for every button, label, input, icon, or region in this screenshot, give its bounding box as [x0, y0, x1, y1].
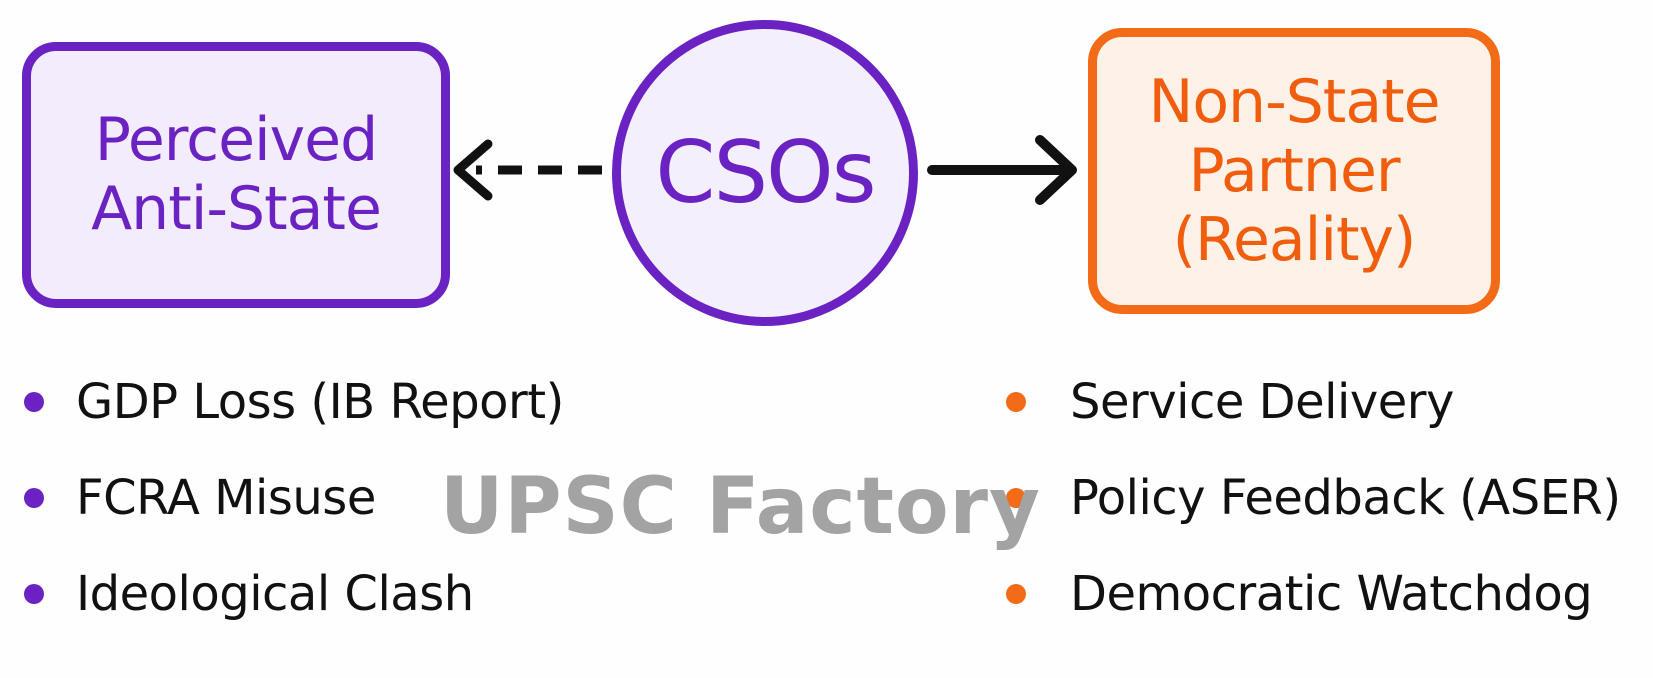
purple-bullet-icon [24, 584, 44, 604]
solid-arrow-to-partner [927, 135, 1077, 205]
purple-bullet-icon [24, 488, 44, 508]
partner-points-list: Service Delivery Policy Feedback (ASER) … [1004, 354, 1621, 642]
list-item-text: Service Delivery [1070, 374, 1454, 430]
list-item: Policy Feedback (ASER) [1004, 450, 1621, 546]
right-box-line-1: Non-State [1148, 66, 1440, 137]
list-item-text: Policy Feedback (ASER) [1070, 470, 1621, 526]
right-box-line-3: (Reality) [1172, 204, 1417, 275]
anti-state-points-list: GDP Loss (IB Report) FCRA Misuse Ideolog… [22, 354, 564, 642]
list-item-text: FCRA Misuse [76, 470, 376, 526]
perceived-anti-state-box: Perceived Anti-State [22, 42, 450, 308]
orange-bullet-icon [1006, 584, 1026, 604]
list-item-text: Democratic Watchdog [1070, 566, 1593, 622]
non-state-partner-box: Non-State Partner (Reality) [1088, 28, 1500, 314]
list-item: Democratic Watchdog [1004, 546, 1621, 642]
csos-label: CSOs [655, 123, 876, 223]
orange-bullet-icon [1006, 392, 1026, 412]
list-item: GDP Loss (IB Report) [22, 354, 564, 450]
list-item-text: GDP Loss (IB Report) [76, 374, 564, 430]
csos-circle: CSOs [612, 20, 918, 326]
orange-bullet-icon [1006, 488, 1026, 508]
right-box-line-2: Partner [1188, 135, 1400, 206]
list-item-text: Ideological Clash [76, 566, 474, 622]
left-box-line-2: Anti-State [91, 174, 382, 244]
purple-bullet-icon [24, 392, 44, 412]
list-item: Service Delivery [1004, 354, 1621, 450]
list-item: Ideological Clash [22, 546, 564, 642]
dashed-arrow-to-anti-state [453, 139, 602, 201]
left-box-line-1: Perceived [94, 105, 378, 175]
list-item: FCRA Misuse [22, 450, 564, 546]
watermark: UPSC Factory [440, 462, 1041, 552]
